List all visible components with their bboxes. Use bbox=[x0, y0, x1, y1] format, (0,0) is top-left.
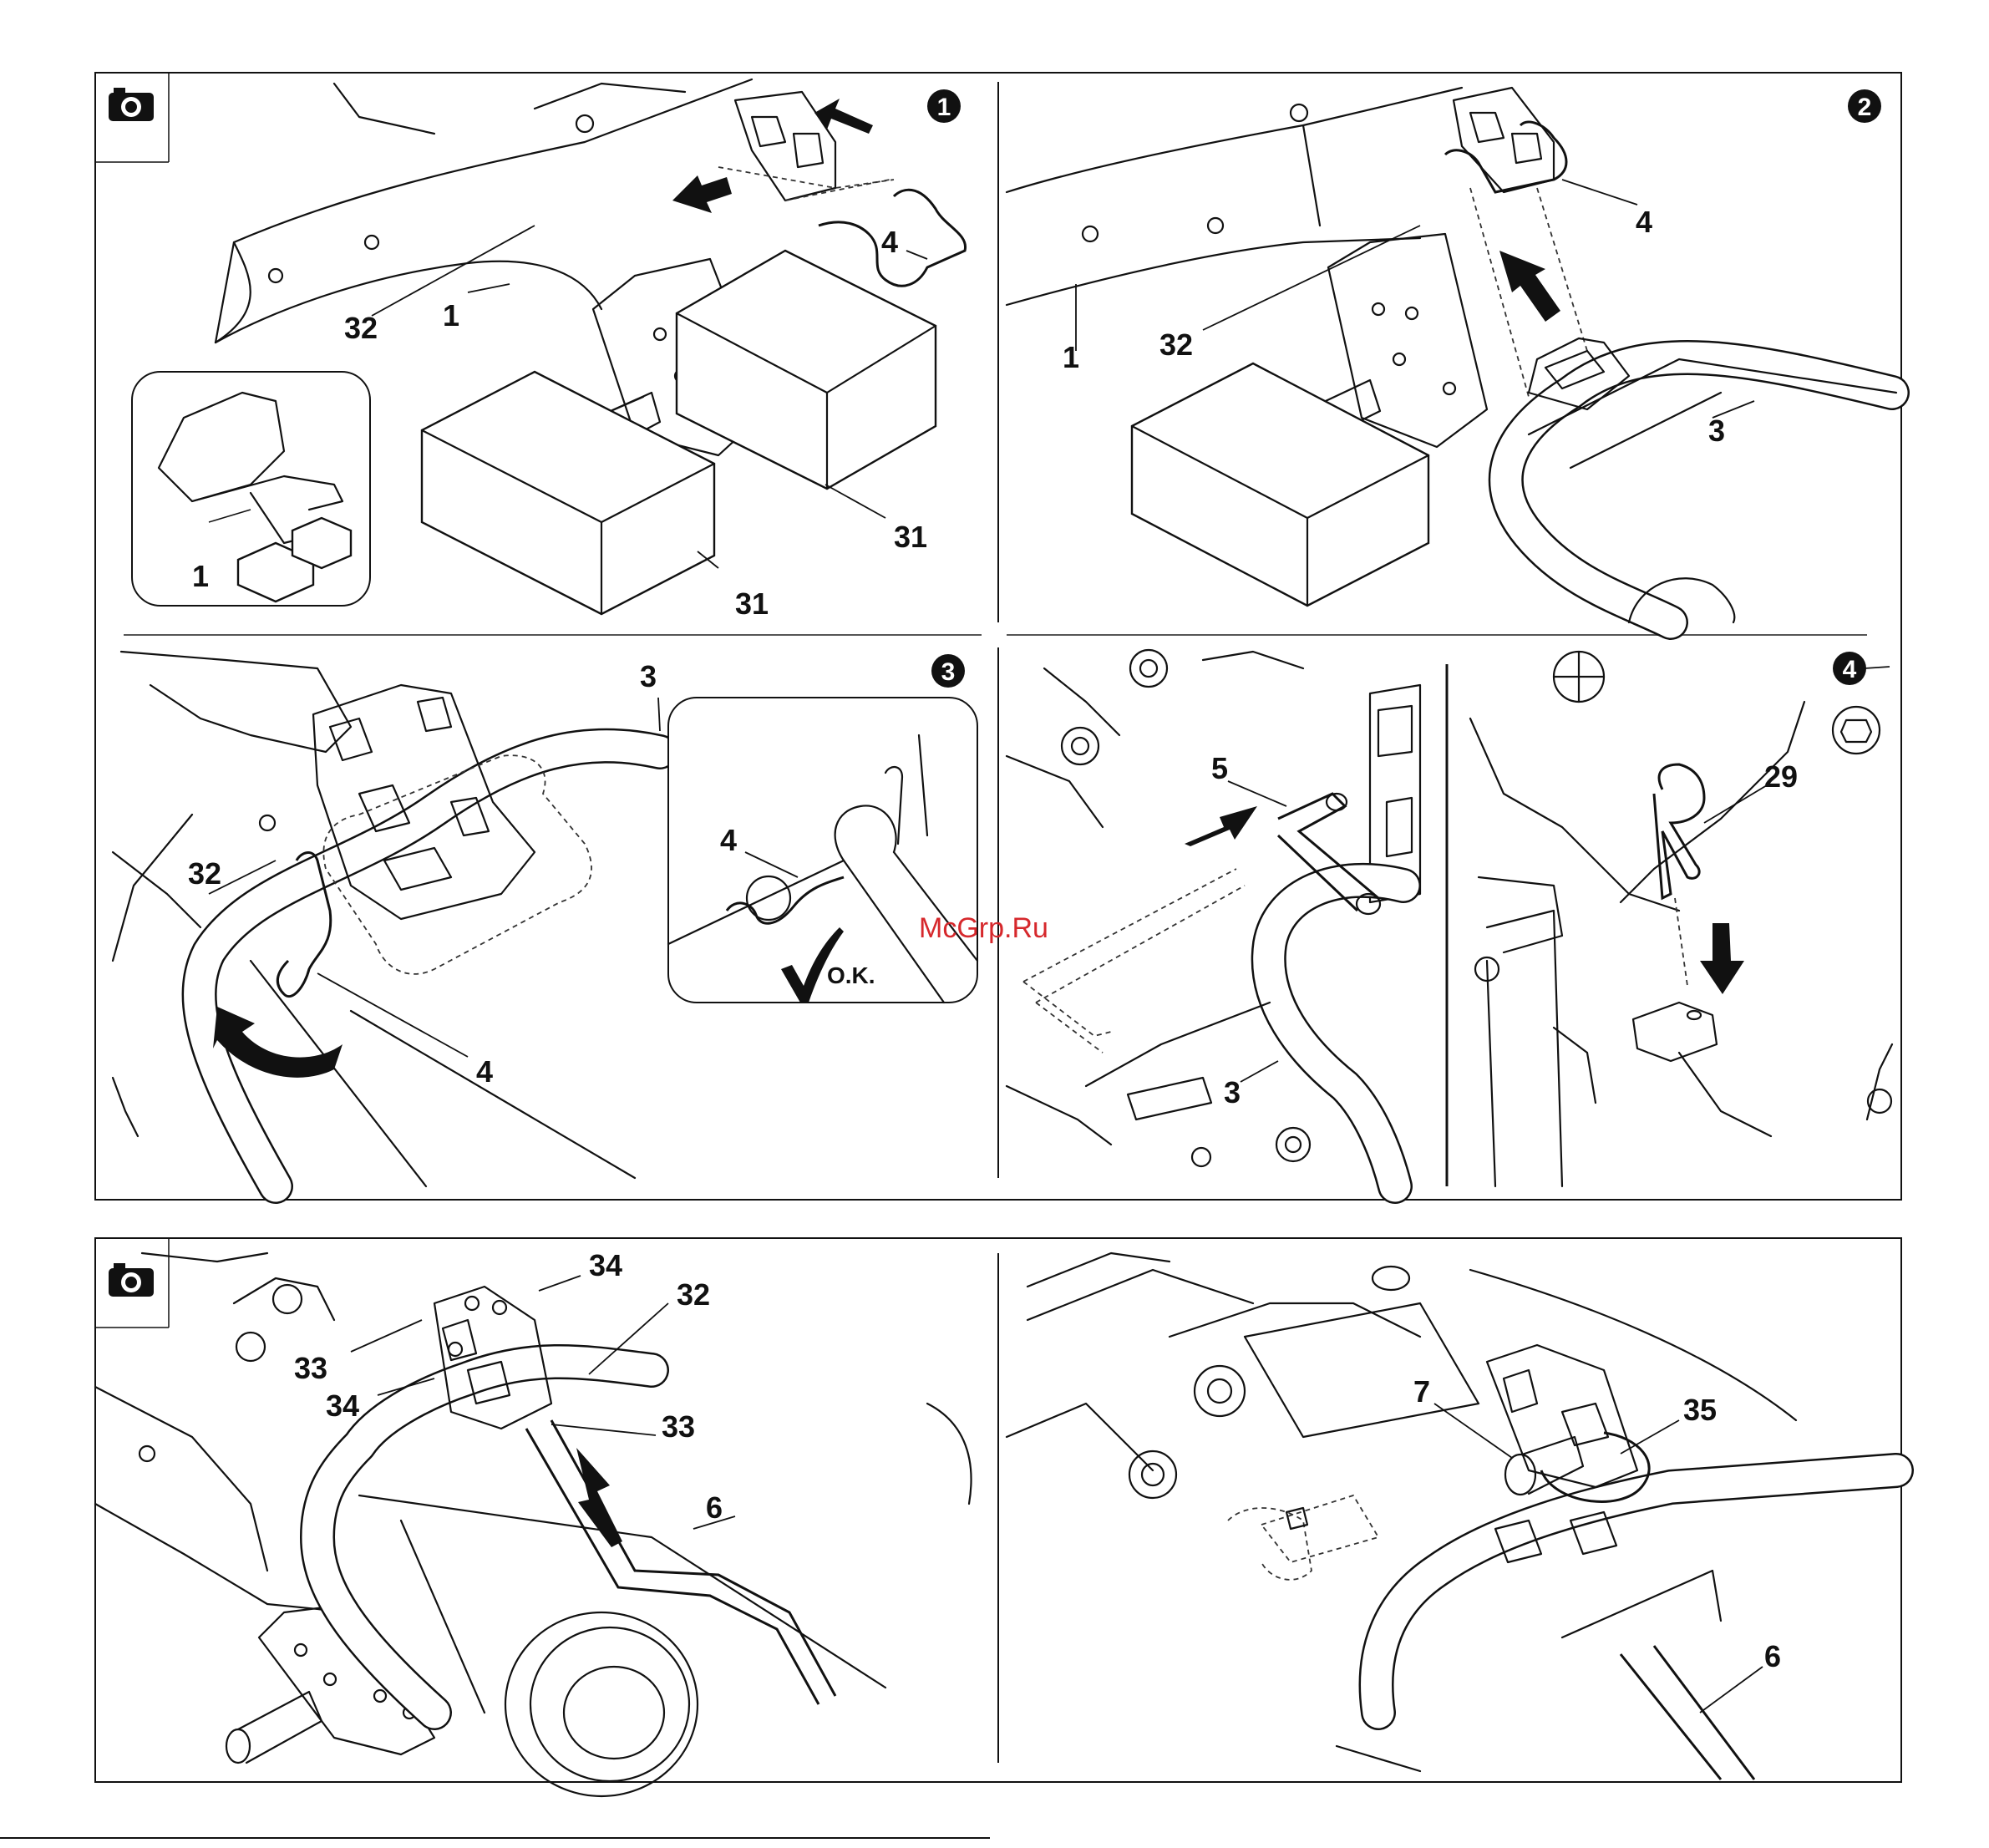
svg-text:4: 4 bbox=[1843, 656, 1857, 683]
frame-top bbox=[95, 73, 1901, 1200]
panel-7 bbox=[1007, 1253, 1896, 1779]
step-badge-3: 3 bbox=[931, 654, 965, 688]
label-4: 4 bbox=[476, 1054, 493, 1089]
label-32: 32 bbox=[677, 1277, 710, 1312]
camera-icon bbox=[95, 1238, 169, 1328]
panel-1 bbox=[132, 79, 966, 614]
label-5: 5 bbox=[1211, 751, 1228, 785]
label-32: 32 bbox=[188, 856, 221, 891]
svg-text:3: 3 bbox=[941, 658, 956, 686]
svg-text:2: 2 bbox=[1858, 94, 1872, 121]
label-34: 34 bbox=[326, 1389, 359, 1423]
label-4: 4 bbox=[720, 823, 737, 857]
label-31: 31 bbox=[894, 520, 927, 554]
arrow-icon bbox=[814, 99, 873, 134]
label-32: 32 bbox=[344, 311, 378, 345]
label-35: 35 bbox=[1683, 1393, 1717, 1427]
label-33: 33 bbox=[662, 1409, 695, 1444]
label-31: 31 bbox=[735, 586, 769, 621]
ok-text: O.K. bbox=[827, 962, 875, 988]
label-1: 1 bbox=[1063, 340, 1079, 374]
arrow-icon bbox=[672, 175, 732, 213]
label-33: 33 bbox=[294, 1351, 327, 1385]
label-1: 1 bbox=[443, 298, 459, 333]
step-badge-4: 4 bbox=[1833, 652, 1866, 685]
panel-5 bbox=[1470, 652, 1892, 1186]
panel-2 bbox=[1007, 88, 1896, 622]
watermark: McGrp.Ru bbox=[919, 912, 1048, 944]
label-3: 3 bbox=[1708, 414, 1725, 448]
arrow-icon bbox=[1185, 806, 1257, 846]
step-badge-2: 2 bbox=[1848, 89, 1881, 123]
label-32: 32 bbox=[1159, 327, 1193, 362]
label-4: 4 bbox=[1636, 205, 1652, 239]
step-badge-1: 1 bbox=[927, 89, 961, 123]
camera-icon bbox=[95, 73, 169, 162]
arrow-icon bbox=[1700, 923, 1744, 994]
label-34: 34 bbox=[589, 1248, 622, 1282]
label-4: 4 bbox=[881, 225, 898, 259]
arrow-icon bbox=[576, 1448, 622, 1547]
label-3: 3 bbox=[1224, 1075, 1241, 1109]
arrow-icon bbox=[1499, 251, 1560, 322]
label-6: 6 bbox=[1764, 1639, 1781, 1673]
panel-6 bbox=[95, 1253, 972, 1796]
label-3: 3 bbox=[640, 659, 657, 693]
svg-text:1: 1 bbox=[937, 94, 951, 121]
label-29: 29 bbox=[1764, 759, 1798, 794]
panel-3 bbox=[113, 652, 977, 1186]
label-7: 7 bbox=[1413, 1374, 1430, 1409]
panel-4 bbox=[1007, 650, 1420, 1186]
label-1: 1 bbox=[192, 559, 209, 593]
label-6: 6 bbox=[706, 1490, 723, 1525]
